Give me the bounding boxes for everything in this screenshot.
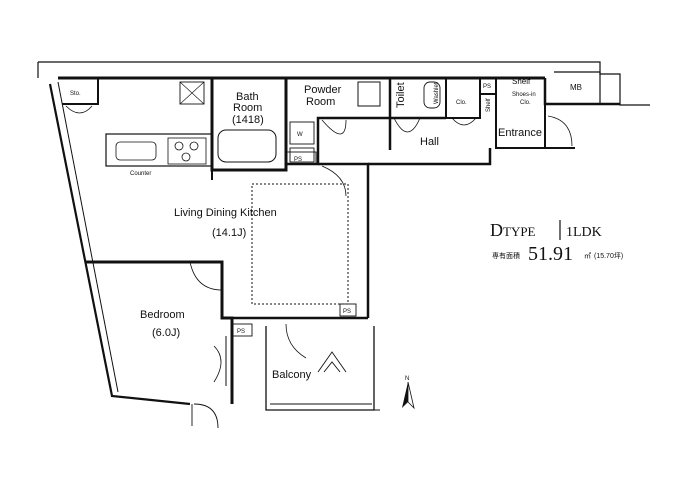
diagonal-exterior-wall bbox=[48, 83, 191, 406]
outer-wall bbox=[38, 61, 650, 106]
storage-label: Sto. bbox=[70, 91, 81, 97]
tsubo-label: (15.70坪) bbox=[594, 252, 623, 260]
north-arrow-icon bbox=[402, 381, 415, 410]
balcony-edge bbox=[265, 326, 375, 411]
toilet-walls bbox=[388, 78, 446, 120]
area-value: 51.91 bbox=[528, 243, 573, 265]
ldk-rug bbox=[251, 183, 349, 305]
ldk-size-label: (14.1J) bbox=[212, 227, 246, 239]
shoes-label-line1: Shoes-in bbox=[512, 92, 536, 98]
hall-wall bbox=[318, 162, 370, 318]
hall-label: Hall bbox=[420, 136, 439, 148]
shelf-label-b: Shelf bbox=[512, 77, 531, 86]
shelf-label-a: Shelf bbox=[486, 98, 492, 112]
shoes-label-line2: Clo. bbox=[520, 100, 531, 106]
kitchen-counter bbox=[105, 133, 213, 167]
storage-wall bbox=[62, 78, 99, 105]
type-letter: D bbox=[490, 220, 503, 240]
balcony-plant-icon bbox=[317, 351, 347, 373]
toilet-fixture bbox=[423, 81, 441, 109]
powder-walls bbox=[284, 78, 392, 166]
balcony-label: Balcony bbox=[272, 369, 312, 381]
entrance-label: Entrance bbox=[498, 127, 542, 139]
ldk-name-label: Living Dining Kitchen bbox=[174, 207, 277, 219]
layout-label: 1LDK bbox=[566, 225, 602, 240]
bath-label-line2: Room bbox=[233, 102, 262, 114]
appliance-box bbox=[179, 81, 205, 105]
ps-bath-label: PS bbox=[294, 157, 302, 163]
toilet-label: Toilet bbox=[395, 82, 407, 108]
area-unit: ㎡ bbox=[584, 252, 591, 260]
bedroom-walls bbox=[86, 260, 234, 404]
ps-ldk-label: PS bbox=[343, 309, 351, 315]
powder-label-line1: Powder bbox=[304, 84, 342, 96]
ps-bedroom-label: PS bbox=[237, 329, 245, 335]
bedroom-size-label: (6.0J) bbox=[152, 327, 180, 339]
ps-top-label: PS bbox=[483, 84, 491, 90]
type-label: DTYPE bbox=[490, 220, 536, 240]
bath-label-line1: Bath bbox=[236, 91, 259, 103]
area-heading: 専有面積 bbox=[492, 251, 520, 260]
mb-box bbox=[554, 71, 601, 104]
north-label: N bbox=[405, 376, 409, 382]
closet-label: Clo. bbox=[456, 100, 467, 106]
type-word: TYPE bbox=[503, 224, 536, 239]
wash-label: W bbox=[297, 132, 303, 138]
bath-size-label: (1418) bbox=[232, 114, 264, 126]
powder-label-line2: Room bbox=[306, 96, 335, 108]
bedroom-name-label: Bedroom bbox=[140, 309, 185, 321]
bathtub bbox=[217, 129, 277, 163]
washlet-label: Washlet bbox=[434, 82, 440, 104]
mb-label: MB bbox=[570, 83, 582, 92]
entrance-wall bbox=[543, 78, 620, 106]
counter-label: Counter bbox=[130, 171, 151, 177]
